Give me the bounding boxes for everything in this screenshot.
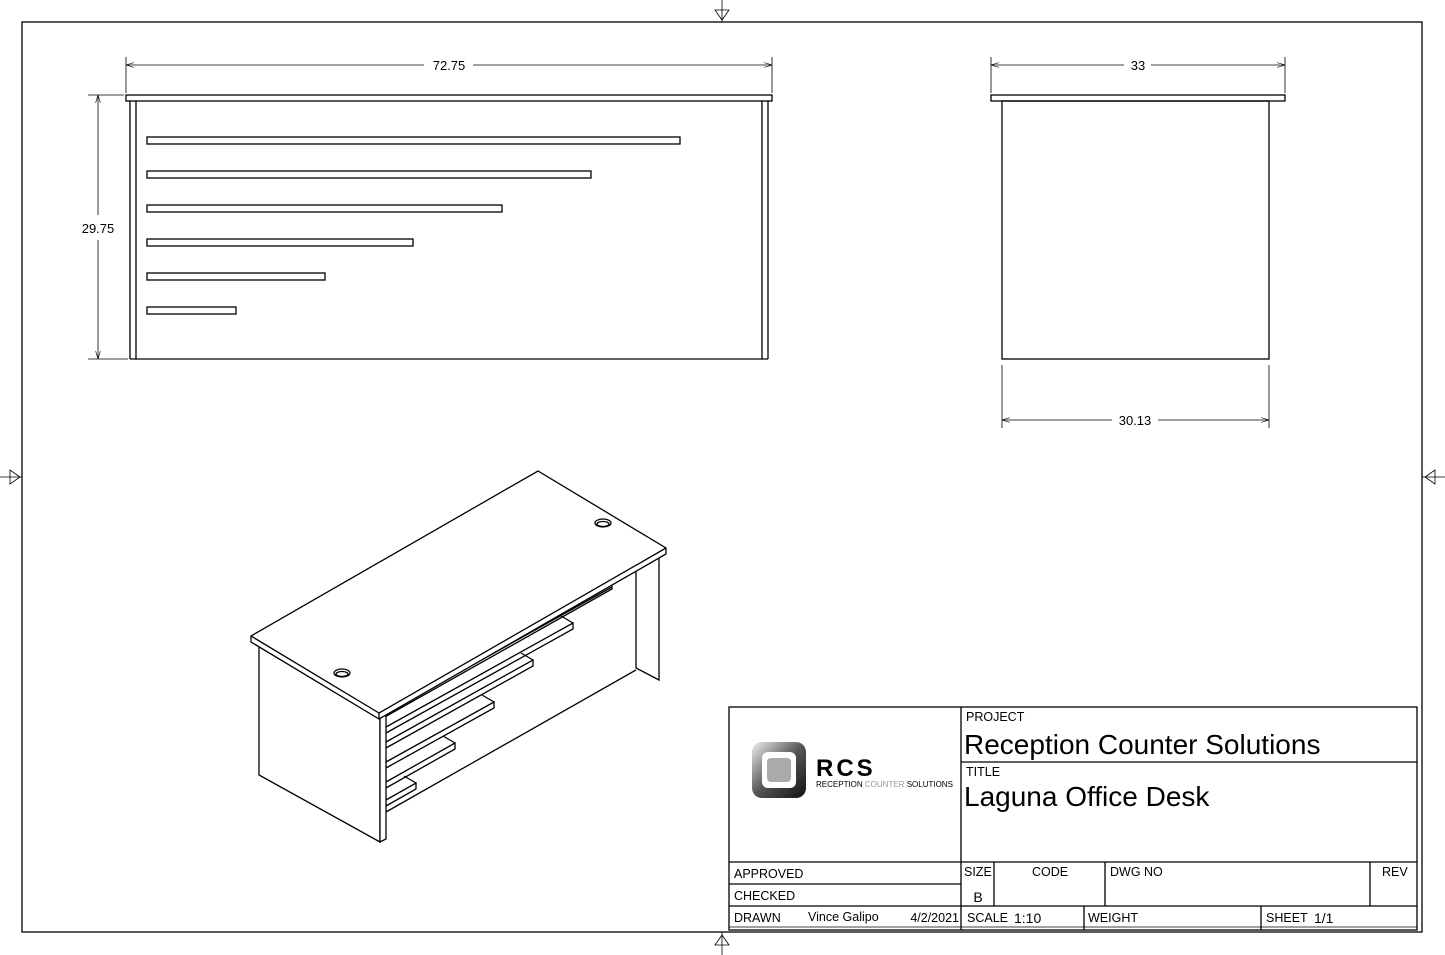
dwg-no-label: DWG NO xyxy=(1110,865,1163,879)
isometric-view xyxy=(250,470,667,844)
sheet-border xyxy=(21,21,1423,933)
drawing-title: Laguna Office Desk xyxy=(964,781,1210,812)
sheet-label: SHEET xyxy=(1266,911,1308,925)
dimension-front-height: 29.75 xyxy=(82,94,128,360)
scale-value: 1:10 xyxy=(1014,910,1041,926)
rcs-logo: RCS RECEPTION COUNTER SOLUTIONS xyxy=(752,742,953,798)
title-label: TITLE xyxy=(966,765,1000,779)
dim-label: 72.75 xyxy=(433,58,466,73)
shelf-slot xyxy=(146,204,503,213)
project-name: Reception Counter Solutions xyxy=(964,729,1320,760)
side-view xyxy=(990,94,1286,360)
rev-label: REV xyxy=(1382,865,1408,879)
dimension-front-width: 72.75 xyxy=(125,57,773,93)
shelf-slot xyxy=(146,306,237,315)
front-view xyxy=(125,94,773,360)
scale-label: SCALE xyxy=(967,911,1008,925)
dim-label: 30.13 xyxy=(1119,413,1152,428)
dimension-side-top: 33 xyxy=(990,57,1286,93)
project-label: PROJECT xyxy=(966,710,1025,724)
drawn-by: Vince Galipo xyxy=(808,910,879,924)
shelf-slot xyxy=(146,170,592,179)
size-label: SIZE xyxy=(964,865,992,879)
dimension-side-base: 30.13 xyxy=(1001,365,1270,428)
sheet-value: 1/1 xyxy=(1314,910,1334,926)
shelf-slot xyxy=(146,136,681,145)
svg-text:RECEPTION COUNTER SOLUTIONS: RECEPTION COUNTER SOLUTIONS xyxy=(816,780,953,789)
size-value: B xyxy=(973,889,982,905)
weight-label: WEIGHT xyxy=(1088,911,1138,925)
dim-label: 33 xyxy=(1131,58,1145,73)
code-label: CODE xyxy=(1032,865,1068,879)
shelf-slot xyxy=(146,272,326,281)
logo-mark: RCS xyxy=(816,755,876,782)
approved-label: APPROVED xyxy=(734,867,803,881)
shelf-slot xyxy=(146,238,414,247)
drawn-date: 4/2/2021 xyxy=(910,911,959,925)
dim-label: 29.75 xyxy=(82,221,115,236)
title-block: RCS RECEPTION COUNTER SOLUTIONS PROJECT … xyxy=(728,706,1418,931)
drawn-label: DRAWN xyxy=(734,911,781,925)
checked-label: CHECKED xyxy=(734,889,795,903)
